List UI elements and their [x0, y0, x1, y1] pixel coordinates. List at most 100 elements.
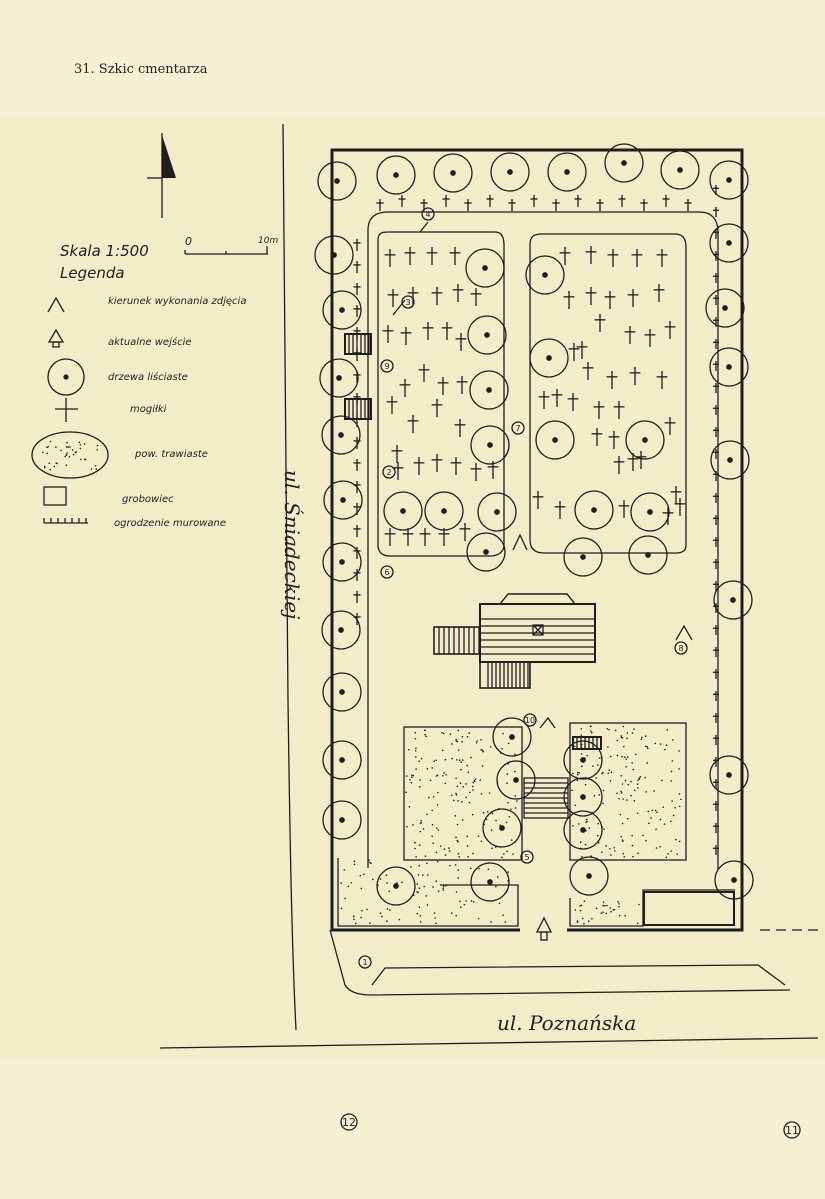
grave-cross-icon	[662, 195, 670, 208]
grave-cross-icon	[487, 461, 499, 479]
outer-curb	[329, 929, 820, 996]
grave-cross-icon	[713, 801, 719, 811]
svg-text:7: 7	[515, 424, 520, 433]
tree-icon	[625, 420, 665, 460]
burial-plot-east	[529, 233, 687, 554]
grave-cross-icon	[631, 249, 643, 267]
entrance-icon	[47, 328, 65, 348]
grave-cross-icon	[353, 503, 361, 515]
grave-cross-icon	[674, 498, 686, 516]
grave-cross-icon	[713, 559, 719, 569]
grave-cross-icon	[596, 199, 604, 212]
legend-label-grave: mogiłki	[130, 404, 167, 415]
scale-label: Skala 1:500	[60, 242, 149, 260]
grave-cross-icon	[508, 199, 516, 212]
grave-cross-icon	[713, 581, 719, 591]
grave-cross-icon	[713, 339, 719, 349]
grave-cross-icon	[441, 322, 453, 340]
grave-cross-icon	[426, 247, 438, 265]
photo-point-10: 10	[523, 713, 537, 727]
grave-cross-icon	[391, 445, 403, 463]
tree-icon	[709, 347, 749, 387]
tree-icon	[490, 152, 530, 192]
tree-icon	[713, 580, 753, 620]
grave-cross-icon	[353, 327, 361, 339]
grave-cross-icon	[559, 247, 571, 265]
scale-bar: Skala 1:500 0 10m	[60, 235, 278, 260]
svg-text:3: 3	[405, 298, 410, 307]
legend-label-wall: ogrodzenie murowane	[114, 518, 226, 529]
grave-cross-icon	[384, 528, 396, 546]
grave-cross-icon	[470, 288, 482, 306]
grave-cross-icon	[418, 364, 430, 382]
perimeter-graves	[353, 185, 719, 855]
tree-icon	[322, 800, 362, 840]
scale-zero: 0	[185, 235, 192, 248]
grave-cross-icon	[353, 459, 361, 471]
legend-label-grass: pow. trawiaste	[134, 449, 208, 460]
grave-cross-icon	[627, 453, 639, 471]
tree-icon	[376, 155, 416, 195]
grave-cross-icon	[431, 399, 443, 417]
grave-cross-icon	[455, 333, 467, 351]
svg-text:11: 11	[785, 1124, 799, 1137]
grave-cross-icon	[713, 427, 719, 437]
grave-cross-icon	[713, 537, 719, 547]
grave-cross-icon	[398, 195, 406, 208]
grave-cross-icon	[713, 207, 719, 217]
grave-cross-icon	[608, 431, 620, 449]
tree-icon	[563, 777, 603, 817]
grave-cross-icon	[606, 371, 618, 389]
grave-cross-icon	[437, 377, 449, 395]
grave-cross-icon	[594, 314, 606, 332]
tree-icon	[569, 856, 609, 896]
grave-cross-icon	[376, 199, 384, 212]
grave-cross-icon	[464, 199, 472, 212]
chapel-building	[433, 593, 596, 689]
svg-text:10: 10	[525, 716, 535, 725]
tree-icon	[563, 810, 603, 850]
grave-cross-icon	[713, 823, 719, 833]
tree-icon	[465, 248, 505, 288]
grave-cross-icon	[353, 393, 361, 405]
page-title: 31. Szkic cmentarza	[74, 62, 208, 77]
grave-cross-icon	[353, 591, 361, 603]
burial-plot-west	[377, 231, 505, 557]
grass-area-icon	[31, 431, 109, 479]
tree-icon	[321, 415, 361, 455]
grave-cross-icon	[353, 283, 361, 295]
tree-icon	[477, 492, 517, 532]
grass-area-southwest	[403, 726, 523, 861]
grave-cross-icon	[470, 463, 482, 481]
tree-icon	[47, 358, 85, 396]
grave-cross-icon	[607, 249, 619, 267]
grave-cross-icon	[353, 525, 361, 537]
grave-cross-icon	[640, 199, 648, 212]
grave-cross-icon	[431, 454, 443, 472]
grave-cross-icon	[713, 405, 719, 415]
grave-cross-icon	[407, 415, 419, 433]
tree-icon	[322, 290, 362, 330]
photo-point-8: 8	[674, 641, 688, 655]
grave-cross-icon	[353, 239, 361, 251]
grave-cross-icon	[532, 491, 544, 509]
grave-cross-icon	[456, 376, 468, 394]
tree-icon	[714, 860, 754, 900]
view-direction-icon	[392, 221, 693, 729]
grave-cross-icon	[567, 393, 579, 411]
tree-icon	[319, 358, 359, 398]
tree-icon	[574, 490, 614, 530]
tree-icon	[467, 315, 507, 355]
grave-cross-icon	[576, 341, 588, 359]
grave-cross-icon	[656, 249, 668, 267]
photo-point-6: 6	[380, 565, 394, 579]
grave-cross-icon	[402, 528, 414, 546]
grave-cross-icon	[662, 507, 674, 525]
legend-label-tomb: grobowiec	[122, 494, 174, 505]
svg-text:8: 8	[678, 644, 683, 653]
grave-cross-icon	[538, 391, 550, 409]
grave-cross-icon	[713, 251, 719, 261]
grave-cross-icon	[713, 515, 719, 525]
tree-icon	[424, 491, 464, 531]
